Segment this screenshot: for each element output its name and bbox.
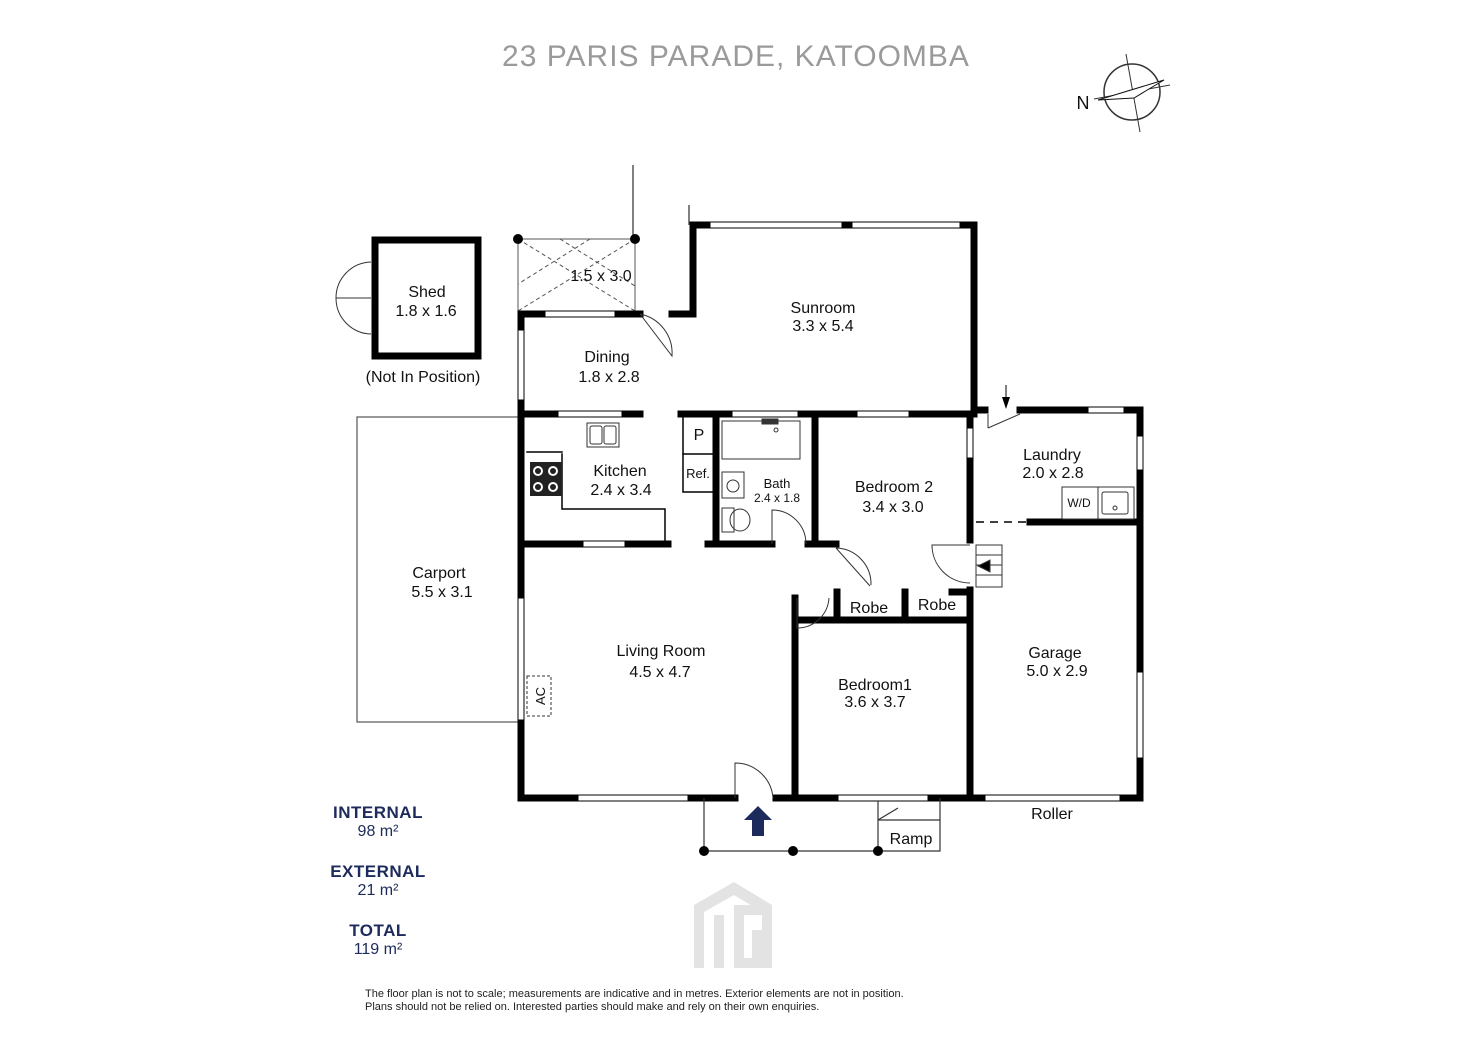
bedroom1-dims: 3.6 x 3.7 [844, 694, 905, 711]
toilet-icon [721, 471, 751, 533]
compass-north-label: N [1077, 93, 1090, 113]
fridge-label: Ref. [686, 466, 710, 481]
dining-dims: 1.8 x 2.8 [578, 369, 639, 386]
external-area-value: 21 m² [357, 882, 399, 899]
internal-area-value: 98 m² [357, 823, 399, 840]
bedroom1-name: Bedroom1 [838, 677, 912, 694]
bathtub-icon [721, 418, 801, 460]
doors [639, 313, 1021, 799]
ac-unit [526, 675, 552, 717]
ac-label: AC [533, 687, 548, 705]
pantry-label: P [694, 427, 705, 444]
windows [517, 221, 1144, 802]
bedroom2-dims: 3.4 x 3.0 [862, 499, 923, 516]
shed-name: Shed [408, 284, 445, 301]
sunroom-name: Sunroom [791, 300, 856, 317]
ramp-label: Ramp [890, 831, 933, 848]
laundry-tub-icon [1061, 486, 1135, 520]
garage-name: Garage [1028, 645, 1081, 662]
laundry-name: Laundry [1023, 447, 1081, 464]
shed-note: (Not In Position) [366, 369, 481, 386]
bath-name: Bath [764, 476, 791, 491]
bedroom2-name: Bedroom 2 [855, 479, 933, 496]
roller-door-label: Roller [1031, 806, 1073, 823]
area-summary: INTERNAL 98 m² EXTERNAL 21 m² TOTAL 119 … [318, 803, 438, 980]
living-name: Living Room [617, 643, 706, 660]
sunroom-dims: 3.3 x 5.4 [792, 318, 853, 335]
deck-area [517, 165, 690, 312]
laundry-fixture-label: W/D [1067, 496, 1091, 510]
living-dims: 4.5 x 4.7 [629, 664, 690, 681]
kitchen-name: Kitchen [593, 463, 646, 480]
entry-arrow-icon [744, 806, 772, 836]
house-walls [517, 221, 1144, 802]
garage-dims: 5.0 x 2.9 [1026, 663, 1087, 680]
disclaimer: The floor plan is not to scale; measurem… [365, 988, 1125, 1014]
internal-area-label: INTERNAL [333, 803, 423, 822]
carport-name: Carport [412, 565, 466, 582]
kitchen-dims: 2.4 x 3.4 [590, 482, 651, 499]
garage-steps [975, 544, 1003, 588]
external-area-label: EXTERNAL [330, 862, 426, 881]
dining-name: Dining [584, 349, 629, 366]
compass-icon [1093, 53, 1171, 133]
bath-dims: 2.4 x 1.8 [754, 491, 800, 505]
disclaimer-line: Plans should not be relied on. Intereste… [365, 1001, 820, 1013]
disclaimer-line: The floor plan is not to scale; measurem… [365, 988, 904, 1000]
carport-dims: 5.5 x 3.1 [411, 584, 472, 601]
page-title: 23 PARIS PARADE, KATOOMBA [502, 40, 970, 73]
logo-icon [694, 882, 772, 968]
total-area-value: 119 m² [353, 941, 403, 958]
deck-dims: 1.5 x 3.0 [570, 268, 631, 285]
total-area-label: TOTAL [349, 921, 407, 940]
sink-icon [586, 422, 620, 448]
robe2-label: Robe [918, 597, 956, 614]
shed-dims: 1.8 x 1.6 [395, 303, 456, 320]
robe1-label: Robe [850, 600, 888, 617]
shed-walls [371, 236, 482, 360]
laundry-dims: 2.0 x 2.8 [1022, 465, 1083, 482]
cooktop-icon [530, 462, 562, 496]
shed-door [335, 261, 372, 335]
